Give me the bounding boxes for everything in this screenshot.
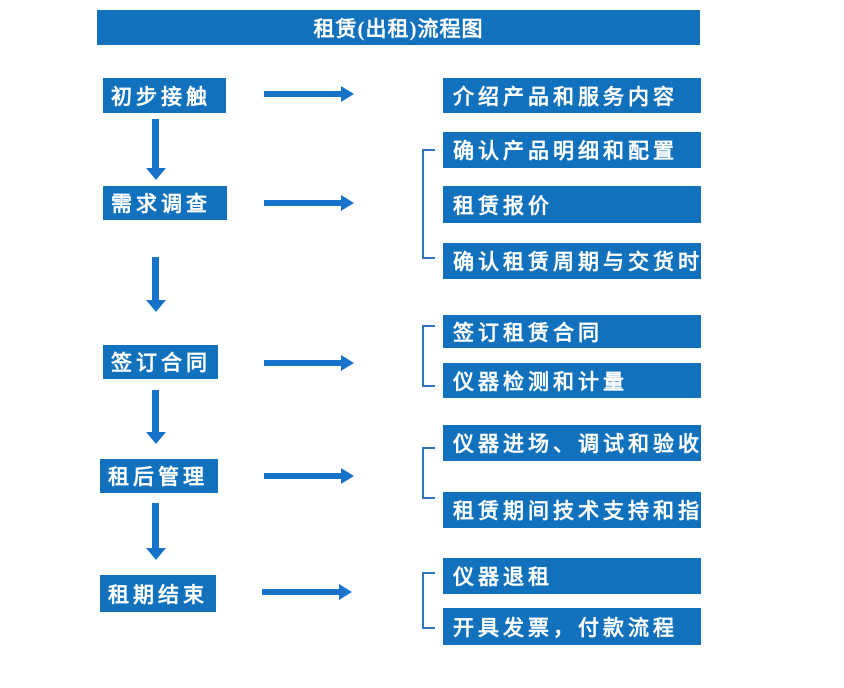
arrow-shaft — [264, 360, 341, 366]
flowchart-title: 租赁(出租)流程图 — [97, 10, 700, 45]
arrow-head — [339, 584, 352, 600]
output-box-confirm-product-details-config: 确认产品明细和配置 — [443, 132, 701, 168]
output-box-instrument-inspection-metering: 仪器检测和计量 — [443, 363, 701, 398]
arrow-down-icon-1 — [146, 119, 166, 180]
output-box-introduce-products-services: 介绍产品和服务内容 — [443, 78, 701, 113]
arrow-down-icon-4 — [146, 503, 166, 560]
arrow-head — [341, 468, 354, 484]
arrow-right-icon-initial-contact — [264, 86, 354, 102]
stage-box-requirement-survey: 需求调查 — [103, 186, 227, 220]
bracket-lease-end-outputs — [422, 572, 435, 629]
stage-box-initial-contact: 初步接触 — [103, 78, 226, 113]
bracket-contract-outputs — [422, 325, 435, 387]
arrow-right-icon-contract — [264, 355, 354, 371]
arrow-head — [146, 432, 166, 444]
output-box-sign-rental-contract: 签订租赁合同 — [443, 315, 701, 348]
arrow-right-icon-requirement — [264, 195, 354, 211]
arrow-down-icon-3 — [146, 390, 166, 444]
arrow-right-icon-post-rental — [264, 468, 354, 484]
arrow-shaft — [152, 257, 159, 300]
arrow-head — [341, 86, 354, 102]
bracket-requirement-outputs — [422, 149, 435, 259]
arrow-shaft — [264, 200, 341, 206]
stage-box-post-rental-management: 租后管理 — [100, 459, 218, 493]
stage-box-contract-signing: 签订合同 — [103, 345, 218, 379]
stage-box-lease-end: 租期结束 — [100, 575, 216, 612]
arrow-right-icon-lease-end — [262, 584, 352, 600]
output-box-rental-quotation: 租赁报价 — [443, 186, 701, 223]
output-box-instrument-return: 仪器退租 — [443, 558, 701, 594]
arrow-head — [341, 355, 354, 371]
arrow-head — [146, 548, 166, 560]
arrow-head — [341, 195, 354, 211]
arrow-shaft — [264, 91, 341, 97]
arrow-head — [146, 168, 166, 180]
output-box-rental-tech-support-guidance: 租赁期间技术支持和指导 — [443, 492, 701, 528]
arrow-head — [146, 300, 166, 312]
output-box-invoice-payment-process: 开具发票，付款流程 — [443, 608, 701, 645]
arrow-shaft — [152, 503, 159, 548]
output-box-instrument-setup-acceptance: 仪器进场、调试和验收 — [443, 425, 701, 461]
arrow-shaft — [152, 390, 159, 432]
arrow-shaft — [264, 473, 341, 479]
bracket-post-rental-outputs — [422, 447, 435, 499]
output-box-confirm-rental-period-delivery: 确认租赁周期与交货时间 — [443, 243, 701, 279]
arrow-shaft — [262, 589, 339, 595]
arrow-shaft — [152, 119, 159, 168]
arrow-down-icon-2 — [146, 257, 166, 312]
